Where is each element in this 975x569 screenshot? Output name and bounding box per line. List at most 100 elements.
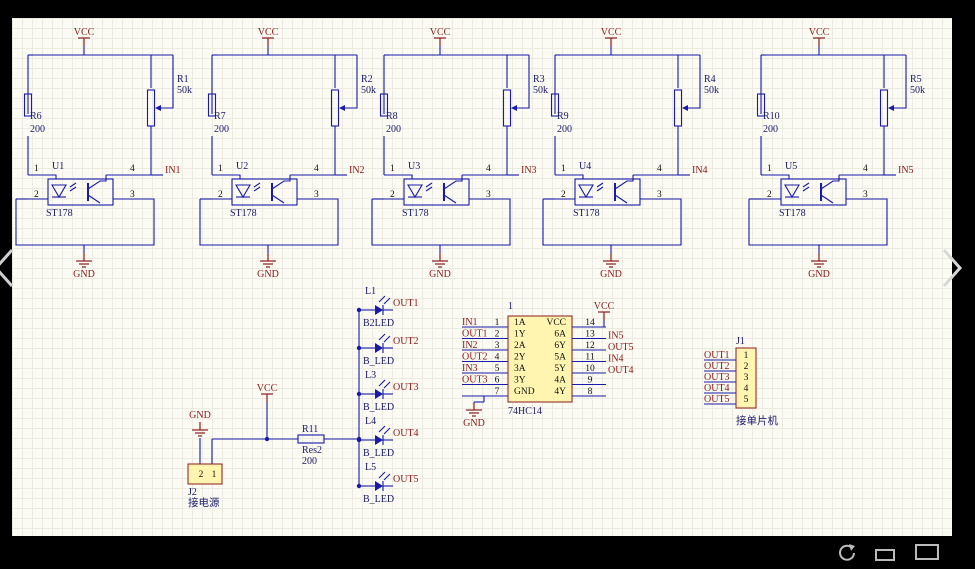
pot-ref: R2: [361, 74, 373, 85]
pot-value: 50k: [361, 85, 376, 96]
minimize-icon[interactable]: [874, 543, 898, 568]
light-ray: [802, 182, 810, 188]
opto-pin-1: 1: [561, 164, 566, 174]
ic-left-net: IN2: [462, 340, 478, 351]
ic-pin-name: 4A: [554, 376, 566, 386]
rotate-icon[interactable]: [836, 543, 858, 568]
opto-pin-3: 3: [130, 190, 135, 200]
resistor-ref: R6: [30, 111, 42, 122]
led-ref: L3: [365, 370, 376, 381]
potentiometer-body: [673, 89, 683, 127]
opto-pin-4: 4: [314, 164, 319, 174]
j1-body: [735, 347, 757, 409]
r11-type: Res2: [302, 445, 322, 456]
vcc-label: VCC: [258, 27, 279, 38]
ic-pin-name: 3A: [514, 364, 526, 374]
light-ray: [69, 182, 77, 188]
opto-ref: U3: [408, 161, 420, 172]
ic-pin-number: 5: [495, 364, 500, 374]
pot-wiper: [890, 55, 907, 109]
phototransistor-emitter: [87, 194, 101, 204]
gnd-label: GND: [463, 418, 485, 429]
ic-pin-number: 9: [588, 376, 593, 386]
j2-ref: J2: [188, 487, 197, 498]
chevron-left-icon[interactable]: [0, 244, 18, 292]
led-triangle: [235, 184, 251, 199]
ic-pin-name: GND: [514, 387, 535, 397]
j1-net: OUT5: [704, 394, 730, 405]
j2-pin: 2: [199, 470, 204, 480]
pot-wiper: [157, 55, 174, 109]
r11-value: 200: [302, 456, 317, 467]
led-ref: L1: [365, 286, 376, 297]
phototransistor-emitter: [443, 194, 457, 204]
pot-wiper: [341, 55, 358, 109]
led-triangle: [51, 184, 67, 199]
ic-pin-name: 6Y: [554, 341, 566, 351]
phototransistor-collector: [443, 175, 463, 190]
ic-right-net: OUT5: [608, 342, 634, 353]
resistor-ref: R7: [214, 111, 226, 122]
vcc-label: VCC: [430, 27, 451, 38]
ic-74hc14: 11A1IN11Y2OUT12A3IN22Y4OUT23A5IN33Y6OUT3…: [462, 301, 634, 429]
opto-pin-3: 3: [486, 190, 491, 200]
gnd-label: GND: [257, 269, 279, 280]
opto-package: [47, 178, 114, 206]
pot-value: 50k: [177, 85, 192, 96]
light-ray: [802, 186, 810, 192]
resistor-ref: R10: [763, 111, 780, 122]
pot-value: 50k: [704, 85, 719, 96]
r11-body: [297, 434, 325, 444]
j1-pin-number: 4: [744, 384, 749, 394]
junction-dot: [356, 436, 362, 442]
phototransistor-emitter: [820, 194, 834, 204]
emission-ray: [383, 381, 391, 389]
pot-value: 50k: [910, 85, 925, 96]
junction-dot: [356, 391, 362, 397]
gnd-label: GND: [189, 410, 211, 421]
phototransistor-emitter: [614, 194, 628, 204]
maximize-icon[interactable]: [914, 543, 942, 568]
opto-output-net: IN4: [692, 165, 708, 176]
opto-pin-3: 3: [863, 190, 868, 200]
vcc-label: VCC: [601, 27, 622, 38]
phototransistor-collector: [614, 175, 634, 190]
j2-label: 接电源: [188, 496, 220, 509]
led-value: B2LED: [363, 318, 394, 329]
ic-pin-number: 11: [585, 353, 594, 363]
opto-pin-2: 2: [390, 190, 395, 200]
pot-value: 50k: [533, 85, 548, 96]
bottom-loop: [748, 198, 888, 246]
opto-part: ST178: [573, 208, 600, 219]
vcc-label: VCC: [74, 27, 95, 38]
j1-net: OUT1: [704, 350, 730, 361]
ic-left-net: OUT3: [462, 375, 488, 386]
j1-pin-number: 1: [744, 351, 749, 361]
resistor-value: 200: [557, 124, 572, 135]
chevron-right-icon[interactable]: [938, 244, 966, 292]
led-output-net: OUT1: [393, 298, 419, 309]
j1-pin-number: 5: [744, 395, 749, 405]
ic-pin-name: 3Y: [514, 376, 526, 386]
ic-pin-number: 1: [495, 318, 500, 328]
ic-pin-number: 13: [585, 330, 595, 340]
opto-package: [231, 178, 298, 206]
opto-pin-2: 2: [34, 190, 39, 200]
ic-pin-number: 8: [588, 387, 593, 397]
opto-pin-1: 1: [34, 164, 39, 174]
opto-lead-1: [212, 174, 241, 179]
ic-pin-name: 5Y: [554, 364, 566, 374]
bottom-loop: [199, 198, 339, 246]
opto-output-net: IN5: [898, 165, 914, 176]
emission-ray: [378, 333, 386, 341]
emission-ray: [378, 425, 386, 433]
led-value: B_LED: [363, 402, 394, 413]
pot-ref: R1: [177, 74, 189, 85]
resistor-value: 200: [30, 124, 45, 135]
led-diode: [375, 435, 383, 445]
